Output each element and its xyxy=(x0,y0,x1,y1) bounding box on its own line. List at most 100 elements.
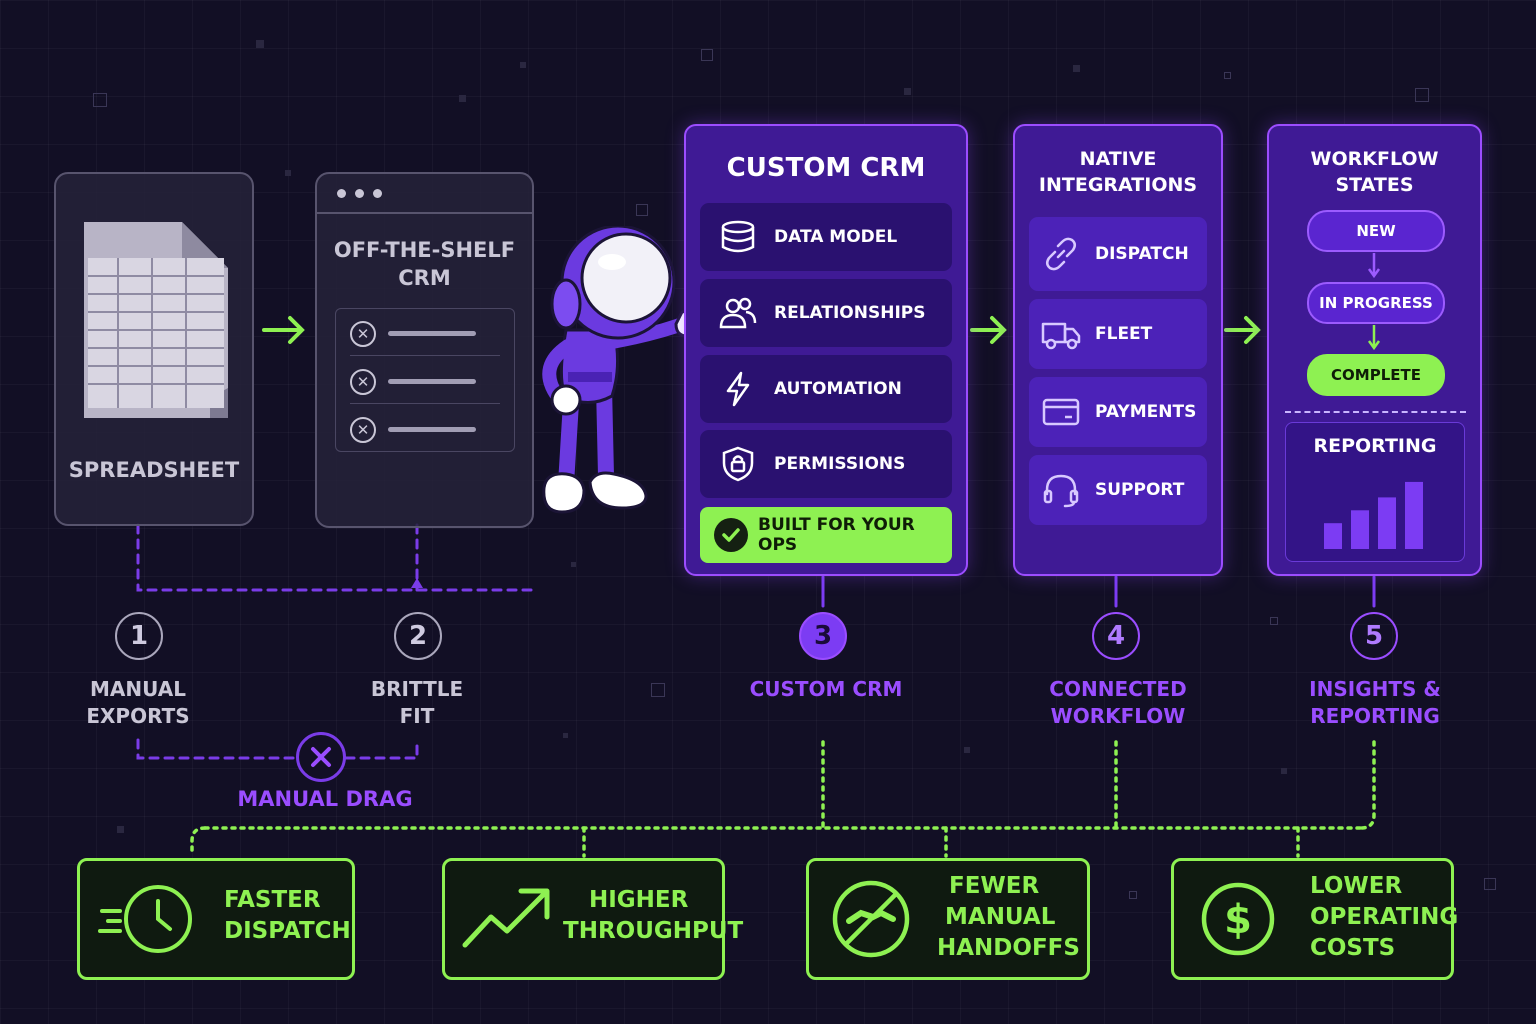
custom-crm-panel: CUSTOM CRM DATA MODEL RELATIONSHIPS AUTO… xyxy=(684,124,968,576)
integration-fleet: FLEET xyxy=(1029,299,1207,369)
step-marker-5: 5 xyxy=(1350,612,1398,660)
reporting-bar xyxy=(1324,523,1342,549)
integrations-title: NATIVE INTEGRATIONS xyxy=(1038,148,1198,196)
bg-speck xyxy=(1484,878,1496,890)
x-icon: ✕ xyxy=(350,369,376,395)
window-dot-icon xyxy=(373,189,382,198)
reporting-bar xyxy=(1405,481,1423,549)
off-the-shelf-title: OFF-THE-SHELF CRM xyxy=(333,238,516,290)
fast-clock-icon xyxy=(98,885,192,953)
step-label-5: INSIGHTS &REPORTING xyxy=(1309,677,1441,728)
window-titlebar xyxy=(317,174,532,214)
integration-label: PAYMENTS xyxy=(1095,402,1197,422)
credit-card-icon xyxy=(1042,398,1080,426)
step-marker-1: 1 xyxy=(115,612,163,660)
trend-up-icon xyxy=(462,888,550,948)
crm-feature-permissions: PERMISSIONS xyxy=(700,430,952,498)
bg-speck xyxy=(117,826,124,833)
integration-label: FLEET xyxy=(1095,324,1153,344)
reporting-bar-chart xyxy=(1324,481,1423,549)
state-new: NEW xyxy=(1307,210,1445,252)
step-label-3: CUSTOM CRM xyxy=(749,677,903,701)
divider xyxy=(1285,411,1466,413)
integrations-panel: NATIVE INTEGRATIONS DISPATCH FLEET PAYME… xyxy=(1013,124,1223,576)
dollar-circle-icon: $ xyxy=(1201,882,1275,956)
built-for-ops-badge: BUILT FOR YOUR OPS xyxy=(700,507,952,563)
reporting-bar xyxy=(1351,510,1369,549)
workflow-panel: WORKFLOW STATES NEW IN PROGRESS COMPLETE… xyxy=(1267,124,1482,576)
custom-crm-title: CUSTOM CRM xyxy=(726,153,926,183)
reporting-bar xyxy=(1378,497,1396,549)
integration-support: SUPPORT xyxy=(1029,455,1207,525)
database-icon xyxy=(721,220,755,253)
link-icon xyxy=(1046,237,1076,271)
reporting-box: REPORTING xyxy=(1285,422,1465,562)
bg-speck xyxy=(904,88,911,95)
reporting-title: REPORTING xyxy=(1313,435,1437,457)
bg-speck xyxy=(651,683,665,697)
bg-speck xyxy=(636,204,648,216)
integration-payments: PAYMENTS xyxy=(1029,377,1207,447)
svg-text:$: $ xyxy=(1224,897,1252,943)
bg-speck xyxy=(285,170,291,176)
step-marker-2: 2 xyxy=(394,612,442,660)
list-item: ✕ xyxy=(350,311,500,356)
window-dot-icon xyxy=(337,189,346,198)
x-icon: ✕ xyxy=(350,417,376,443)
workflow-title: WORKFLOW STATES xyxy=(1310,148,1439,196)
integration-dispatch: DISPATCH xyxy=(1029,217,1207,291)
manual-drag-label: MANUAL DRAG xyxy=(237,787,413,811)
bg-speck xyxy=(1270,617,1278,625)
built-for-ops-label: BUILT FOR YOUR OPS xyxy=(758,515,915,555)
placeholder-line xyxy=(388,379,476,384)
crm-feature-automation: AUTOMATION xyxy=(700,355,952,423)
bg-speck xyxy=(571,562,576,567)
bg-speck xyxy=(459,95,466,102)
integration-label: DISPATCH xyxy=(1095,244,1189,264)
crm-feature-label: AUTOMATION xyxy=(774,379,902,399)
off-the-shelf-crm-card: OFF-THE-SHELF CRM ✕ ✕ ✕ xyxy=(315,172,534,528)
bg-speck xyxy=(1129,891,1137,899)
x-circle-icon xyxy=(296,732,346,782)
list-item: ✕ xyxy=(350,359,500,404)
shield-lock-icon xyxy=(722,446,754,482)
spreadsheet-icon xyxy=(84,222,228,418)
step-marker-3: 3 xyxy=(799,612,847,660)
users-icon xyxy=(719,297,757,329)
bg-speck xyxy=(1281,768,1287,774)
crm-feature-data-model: DATA MODEL xyxy=(700,203,952,271)
list-item: ✕ xyxy=(350,407,500,451)
bg-speck xyxy=(256,40,264,48)
spreadsheet-title: SPREADSHEET xyxy=(68,458,240,482)
placeholder-line xyxy=(388,427,476,432)
bg-speck xyxy=(563,733,568,738)
lightning-icon xyxy=(726,371,750,407)
spreadsheet-card: SPREADSHEET xyxy=(54,172,254,526)
feature-list: ✕ ✕ ✕ xyxy=(335,308,515,452)
check-icon xyxy=(714,518,748,552)
crm-feature-label: RELATIONSHIPS xyxy=(774,303,926,323)
flow-arrows xyxy=(262,316,1261,344)
bg-speck xyxy=(520,62,526,68)
window-dot-icon xyxy=(355,189,364,198)
arrow-down-icon xyxy=(1367,253,1381,279)
arrow-down-icon xyxy=(1367,325,1381,351)
crm-feature-label: DATA MODEL xyxy=(774,227,898,247)
crm-feature-relationships: RELATIONSHIPS xyxy=(700,279,952,347)
bg-speck xyxy=(964,747,970,753)
integration-label: SUPPORT xyxy=(1095,480,1185,500)
bg-speck xyxy=(1224,72,1231,79)
headset-icon xyxy=(1043,474,1079,508)
state-complete: COMPLETE xyxy=(1307,354,1445,396)
bg-speck xyxy=(1073,65,1080,72)
